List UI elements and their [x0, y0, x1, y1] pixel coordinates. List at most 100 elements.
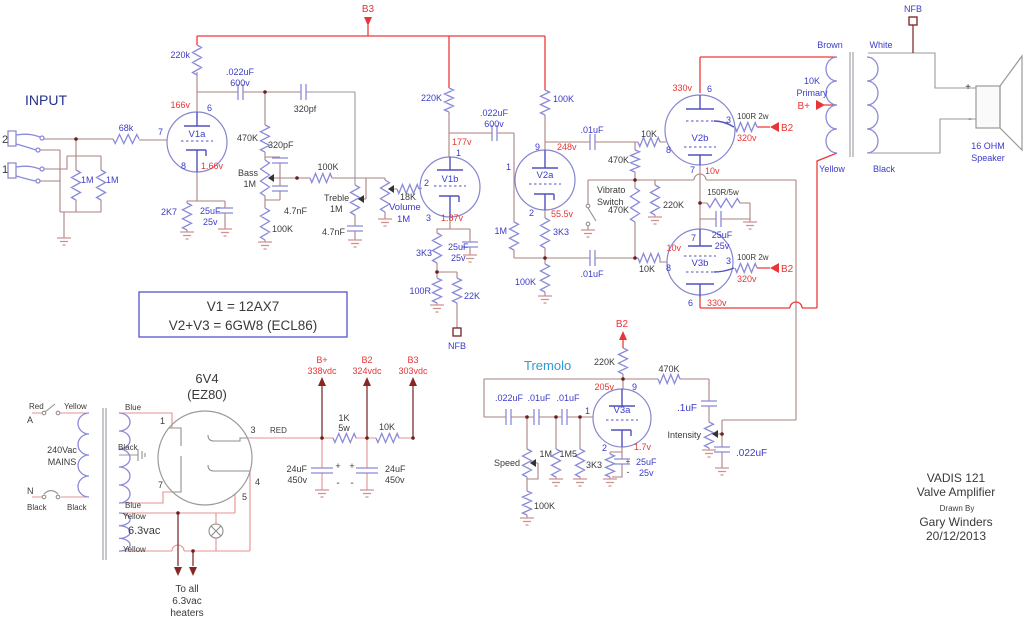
label-v2a-name: V2a	[537, 170, 555, 181]
label-b2-1: B2	[361, 355, 372, 365]
label-jack2-num: 2	[2, 134, 8, 146]
speaker-icon	[975, 85, 1001, 129]
label-r-1m-trem: 1M	[539, 449, 552, 459]
label-r-100r2w-a: 100R 2w	[737, 112, 769, 121]
pot-wiper-arrow-icon	[268, 174, 274, 182]
label-v3b-pin7: 7	[691, 233, 696, 243]
label-cap1-m: -	[336, 478, 339, 489]
label-v3b-plate-v: 330v	[707, 298, 727, 308]
label-r-1k-2: 5w	[338, 423, 350, 433]
label-r-18k: 18K	[400, 192, 416, 202]
label-pot-volume-2: 1M	[397, 214, 410, 225]
label-r-1m-b: 1M	[106, 175, 119, 185]
junction-dot	[320, 436, 324, 440]
label-input-title: INPUT	[25, 92, 67, 108]
label-c-25uf-pp-1: 25uF	[712, 230, 733, 240]
label-trem-title: Tremolo	[524, 358, 571, 373]
label-v2a-pin1: 1	[506, 162, 511, 172]
contact-dot	[55, 494, 61, 500]
label-c-25v-v1a: 25v	[203, 217, 218, 227]
label-htr-y1: Yellow	[123, 512, 146, 521]
label-c-25uf-tr-1: 25uF	[636, 457, 657, 467]
contact-dot	[41, 494, 47, 500]
label-b3-top: B3	[362, 4, 375, 15]
label-r-3k3-v1b: 3K3	[416, 248, 432, 258]
label-nfb-top: NFB	[904, 4, 922, 14]
label-b2-trem: B2	[616, 319, 629, 330]
label-opt-primary: Primary	[797, 88, 828, 98]
label-v3a-pin1: 1	[585, 406, 590, 416]
label-psu-pin1: 1	[160, 416, 165, 426]
label-v2a-plate-v: 248v	[557, 142, 577, 152]
schematic-art	[7, 16, 1023, 576]
b2-trem-arrow-icon	[619, 331, 627, 340]
label-r-470k-ts: 470K	[237, 133, 258, 143]
pilot-lamp-icon	[208, 523, 224, 539]
label-b3-2: 303vdc	[398, 366, 428, 376]
label-r-10k-low: 10K	[639, 264, 655, 274]
label-r-100k-bass: 100K	[272, 224, 293, 234]
label-htr-note3: heaters	[170, 608, 203, 618]
label-mx-mains: MAINS	[48, 457, 77, 467]
label-spk-plus: +	[965, 82, 971, 93]
label-nfb-bottom: NFB	[448, 341, 466, 351]
label-v2b-cath-v: 10v	[705, 166, 720, 176]
label-v1a-pin7: 7	[158, 127, 163, 137]
label-r-100k-trem: 100K	[534, 501, 555, 511]
jack-contact	[39, 166, 45, 172]
label-c-trem-1: .022uF	[495, 393, 524, 403]
tube-grid-dashes	[181, 120, 716, 421]
psu-internals	[43, 207, 597, 537]
transformer-coils	[77, 56, 879, 552]
label-c-022-cpl-2: 600v	[484, 119, 504, 129]
label-r-10k-up: 10K	[641, 129, 657, 139]
label-c-022-v1a-1: .022uF	[226, 67, 255, 77]
b2-arrow-icon	[770, 122, 779, 132]
label-c-25uf-v1b-2: 25v	[451, 253, 466, 263]
label-mx-a: A	[27, 415, 33, 425]
label-r-100k-v2a: 100K	[553, 94, 574, 104]
label-v3b-screen-v: 320v	[737, 274, 757, 284]
label-v2b-pin8: 8	[666, 145, 671, 155]
label-v3b-pin3: 3	[726, 256, 731, 266]
label-r-100k-mid: 100K	[317, 162, 338, 172]
junction-dot	[263, 90, 267, 94]
label-spk-minus: -	[968, 113, 972, 125]
label-v2a-pin9: 9	[535, 142, 540, 152]
label-r-22k: 22K	[464, 291, 480, 301]
bplus-rail-arrow-icon	[318, 377, 326, 386]
power-wires	[196, 25, 838, 348]
label-sec-black: Black	[118, 443, 139, 452]
label-pot-bass-1: Bass	[238, 168, 259, 178]
label-v2a-cath-v: 55.5v	[551, 209, 574, 219]
label-htr-63: 6.3vac	[128, 525, 161, 537]
label-spk-2: Speaker	[971, 153, 1005, 163]
label-c-1uf: .1uF	[677, 403, 697, 414]
label-c-320pf: 320pf	[294, 104, 317, 114]
junction-dot	[176, 511, 180, 515]
junction-dot	[720, 432, 724, 436]
contact-dot	[585, 221, 591, 227]
label-v3a-pin2: 2	[602, 443, 607, 453]
label-c-25uf-pp-2: 25v	[715, 241, 730, 251]
label-r-470k-low: 470K	[608, 205, 629, 215]
label-spk-1: 16 OHM	[971, 141, 1005, 151]
label-r-220k-vib: 220K	[663, 200, 684, 210]
label-cap1-p: +	[335, 461, 340, 471]
junction-dot	[74, 137, 78, 141]
label-mx-black2: Black	[67, 503, 88, 512]
label-v1b-plate-v: 177v	[452, 137, 472, 147]
nfb-terminal-bottom	[452, 327, 462, 337]
label-tb-1: VADIS 121	[927, 471, 986, 485]
label-v3b-name: V3b	[692, 258, 709, 269]
label-vib-sw-1: Vibrato	[597, 185, 625, 195]
label-v2b-name: V2b	[692, 133, 709, 144]
heater-arrow-icon	[189, 567, 197, 576]
label-c-25uf-tr-2: 25v	[639, 468, 654, 478]
b2-arrow-icon	[770, 263, 779, 273]
junction-dot	[191, 549, 195, 553]
contact-dot	[41, 410, 47, 416]
label-v3b-cath-v: 10v	[666, 243, 681, 253]
label-v2b-screen-v: 320v	[737, 133, 757, 143]
